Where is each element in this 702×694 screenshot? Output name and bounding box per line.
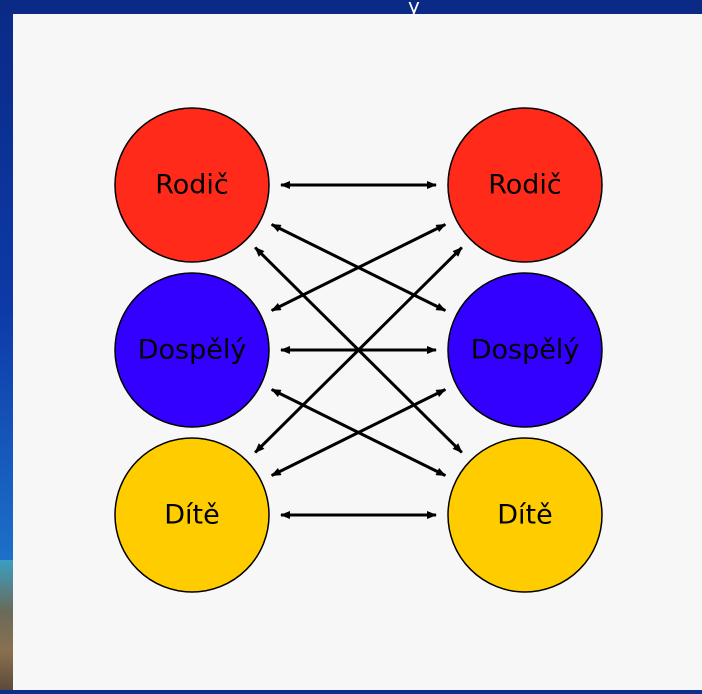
node-label-l-dite: Dítě <box>164 500 220 531</box>
node-r-dite: Dítě <box>447 437 603 593</box>
node-label-r-dite: Dítě <box>497 500 553 531</box>
node-label-l-dospely: Dospělý <box>138 335 247 366</box>
node-r-rodic: Rodič <box>447 107 603 263</box>
node-label-r-rodic: Rodič <box>488 170 562 201</box>
node-r-dospely: Dospělý <box>447 272 603 428</box>
node-circle-l-rodic <box>114 107 270 263</box>
node-l-rodic: Rodič <box>114 107 270 263</box>
arrow-l-dite-to-r-dospely <box>270 388 447 477</box>
node-circle-l-dospely <box>114 272 270 428</box>
connections <box>254 181 463 519</box>
slide-title-fragment: y <box>408 0 420 18</box>
node-l-dite: Dítě <box>114 437 270 593</box>
node-circle-r-rodic <box>447 107 603 263</box>
slide-title-strip: y <box>0 0 702 18</box>
node-label-r-dospely: Dospělý <box>471 335 580 366</box>
node-circle-l-dite <box>114 437 270 593</box>
node-l-dospely: Dospělý <box>114 272 270 428</box>
node-circle-r-dite <box>447 437 603 593</box>
node-label-l-rodic: Rodič <box>155 170 229 201</box>
node-circle-r-dospely <box>447 272 603 428</box>
